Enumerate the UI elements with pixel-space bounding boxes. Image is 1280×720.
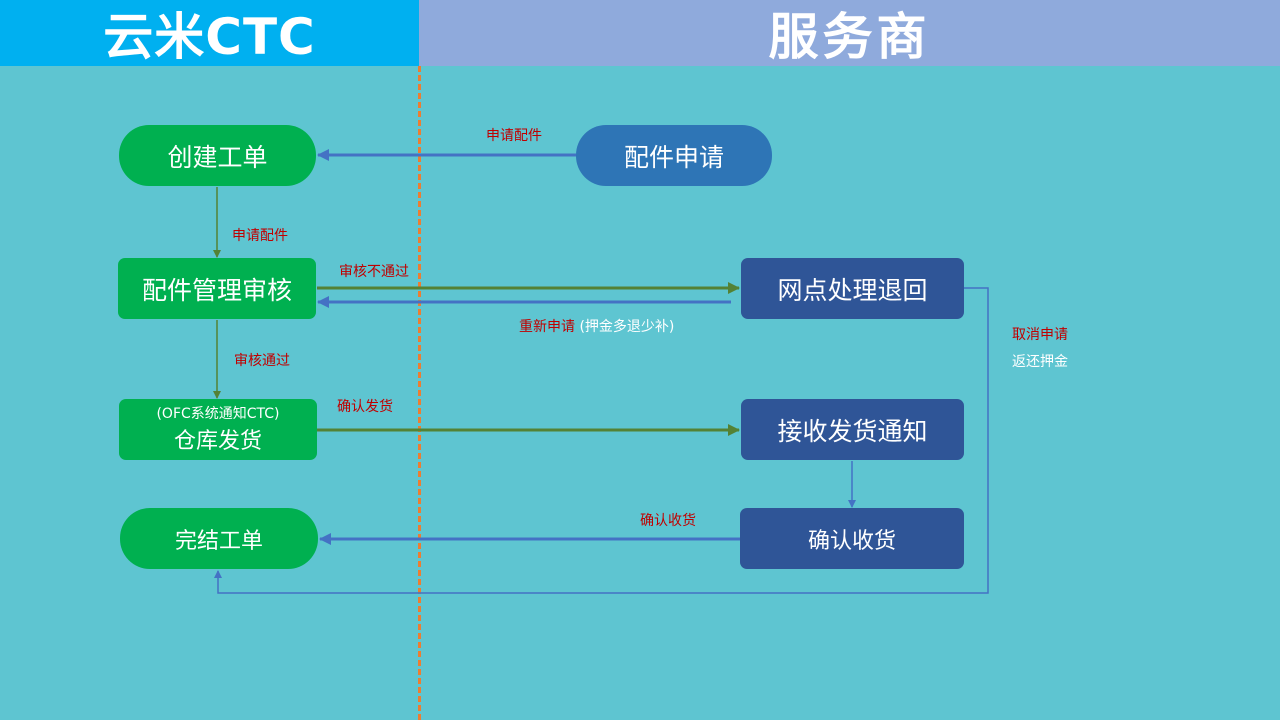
label-return-deposit: 返还押金 (1012, 354, 1068, 370)
header-provider-title: 服务商 (419, 0, 1280, 66)
node-create-order: 创建工单 (119, 125, 316, 186)
label-apply-parts-top: 申请配件 (486, 128, 542, 144)
node-finish-order: 完结工单 (120, 508, 318, 569)
label-confirm-receipt: 确认收货 (640, 513, 696, 529)
node-parts-review: 配件管理审核 (118, 258, 316, 319)
label-reapply-note: (押金多退少补) (575, 319, 675, 335)
node-warehouse-ship: (OFC系统通知CTC) 仓库发货 (119, 399, 317, 460)
label-reapply: 重新申请 (押金多退少补) (519, 316, 674, 336)
node-outlet-return: 网点处理退回 (741, 258, 964, 319)
node-receive-notice: 接收发货通知 (741, 399, 964, 460)
label-review-fail: 审核不通过 (339, 264, 409, 280)
arrow-cancel-to-finish (214, 287, 989, 594)
node-confirm-receipt: 确认收货 (740, 508, 964, 569)
warehouse-ship-label: 仓库发货 (173, 428, 262, 454)
label-confirm-ship: 确认发货 (337, 399, 393, 415)
label-review-pass: 审核通过 (234, 353, 290, 369)
warehouse-note: (OFC系统通知CTC) (156, 405, 280, 422)
swimlane-divider (418, 66, 421, 720)
node-parts-apply: 配件申请 (576, 125, 772, 186)
header-ctc-title: 云米CTC (0, 0, 419, 66)
label-reapply-red: 重新申请 (519, 319, 575, 335)
label-apply-parts-down: 申请配件 (232, 228, 288, 244)
label-cancel-apply: 取消申请 (1012, 327, 1068, 343)
